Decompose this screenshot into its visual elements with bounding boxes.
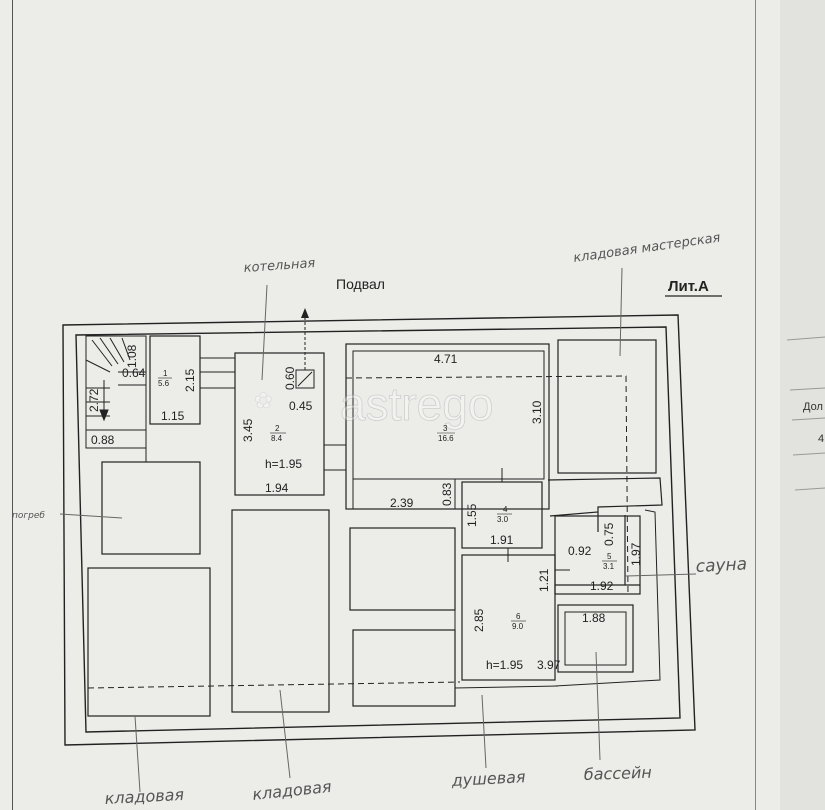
label-kladovaya-masterskaya: кладовая мастерская — [572, 230, 721, 266]
room-1-area: 5.6 — [158, 379, 170, 388]
dim-272: 2.72 — [87, 388, 101, 412]
dim-188: 1.88 — [582, 611, 606, 625]
chimney-arrow — [301, 308, 309, 318]
dim-115: 1.15 — [161, 409, 185, 423]
staircase — [85, 335, 147, 449]
room-4-area: 3.0 — [497, 515, 509, 524]
dim-h195a: h=1.95 — [265, 457, 302, 471]
dim-285: 2.85 — [472, 608, 486, 632]
room-6-area: 9.0 — [512, 622, 524, 631]
dim-108: 1.08 — [125, 344, 139, 368]
dim-215: 2.15 — [183, 368, 197, 392]
label-kotelnaya: котельная — [243, 256, 316, 276]
room-1 — [149, 335, 201, 425]
room-3 — [345, 343, 550, 510]
side-table — [786, 336, 825, 491]
dim-075: 0.75 — [602, 522, 616, 546]
dim-088: 0.88 — [91, 433, 115, 447]
sheet-border-left — [12, 0, 13, 810]
label-basseyn: бассейн — [583, 763, 652, 784]
dim-083: 0.83 — [440, 482, 454, 506]
dim-192: 1.92 — [590, 579, 614, 593]
watermark-text: astrego — [340, 378, 493, 430]
room-1-num: 1 — [163, 369, 168, 378]
dim-045: 0.45 — [289, 399, 313, 413]
dashed-boundaries — [87, 375, 629, 689]
room-4-num: 4 — [503, 505, 508, 514]
room-5-area: 3.1 — [603, 562, 615, 571]
side-text-2: 4 — [818, 433, 824, 445]
label-kladovaya-middle: кладовая — [251, 777, 332, 804]
room-2-num: 2 — [275, 424, 280, 433]
room-labels: 1 5.6 2 8.4 3 16.6 4 3.0 5 3.1 6 9.0 — [158, 369, 617, 631]
storage-left — [87, 567, 211, 717]
side-text-1: Дол — [803, 401, 823, 413]
dim-471: 4.71 — [434, 352, 458, 366]
room-6-num: 6 — [516, 612, 521, 621]
room-3-area: 16.6 — [438, 434, 454, 443]
annotation-leaders — [59, 267, 697, 793]
adjacent-sheet — [780, 0, 825, 810]
doorway-2-3 — [323, 444, 347, 471]
storage-middle — [231, 509, 330, 713]
dim-155: 1.55 — [465, 503, 479, 527]
dim-239: 2.39 — [390, 496, 414, 510]
dimensions: 1.08 0.64 2.15 2.72 1.15 0.88 0.60 0.45 … — [87, 344, 643, 672]
dim-060: 0.60 — [283, 366, 297, 390]
dim-345: 3.45 — [241, 418, 255, 442]
room-2-area: 8.4 — [271, 434, 283, 443]
room-3-num: 3 — [443, 424, 448, 433]
dim-397: 3.97 — [537, 658, 561, 672]
cellar-room — [101, 461, 201, 555]
pool-inner — [564, 611, 627, 666]
room-unlabeled-a — [349, 527, 456, 611]
litera-label: Лит.А — [668, 278, 709, 295]
dim-121: 1.21 — [537, 568, 551, 592]
doorway-1-2 — [200, 357, 235, 389]
sheet-border-right — [755, 0, 756, 810]
dim-064: 0.64 — [122, 366, 146, 380]
handwritten-labels: котельная кладовая мастерская погреб сау… — [12, 230, 748, 808]
room-unlabeled-b — [352, 629, 456, 707]
watermark: ✿ astrego — [254, 378, 494, 431]
watermark-icon: ✿ — [254, 388, 272, 413]
pool-outer — [557, 604, 634, 673]
dim-092: 0.92 — [568, 544, 592, 558]
outer-walls — [62, 314, 696, 746]
dim-h195b: h=1.95 — [486, 658, 523, 672]
plan-title: Подвал — [336, 276, 385, 292]
dim-310: 3.10 — [530, 400, 544, 424]
label-sauna: сауна — [695, 554, 747, 577]
label-dushevaya: душевая — [450, 767, 526, 790]
label-pogreb: погреб — [12, 511, 45, 521]
document-sheet — [0, 0, 780, 810]
dim-194: 1.94 — [265, 481, 289, 495]
room-5-num: 5 — [607, 552, 612, 561]
label-kladovaya-left: кладовая — [104, 785, 185, 808]
storage-workshop — [557, 339, 657, 474]
room-2 — [234, 352, 325, 496]
dim-197: 1.97 — [629, 542, 643, 566]
dim-191: 1.91 — [490, 533, 514, 547]
